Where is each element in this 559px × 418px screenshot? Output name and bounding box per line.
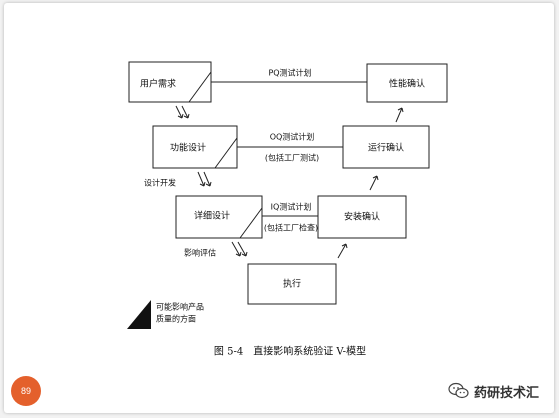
box-execution-label: 执行 xyxy=(283,278,301,290)
box-user-requirements-label: 用户需求 xyxy=(140,78,176,90)
box-execution: 执行 xyxy=(247,263,337,305)
right-double-arrows xyxy=(337,107,404,259)
pq-plan-label: PQ测试计划 xyxy=(268,68,311,78)
quality-impact-legend: 可能影响产品 质量的方面 xyxy=(127,300,204,329)
box-functional-design-label: 功能设计 xyxy=(170,142,206,154)
legend-triangle xyxy=(127,300,151,329)
box-user-requirements: 用户需求 xyxy=(128,61,212,103)
wechat-icon xyxy=(448,382,469,399)
figure-caption: 图 5-4 直接影响系统验证 V-模型 xyxy=(214,345,366,358)
watermark: 药研技术汇 xyxy=(448,380,539,402)
iq-connector: IQ测试计划 (包括工厂检查) xyxy=(262,202,318,233)
iq-plan-label: IQ测试计划 xyxy=(271,202,312,212)
oq-plan-label: OQ测试计划 xyxy=(270,132,315,142)
quality-impact-line1: 可能影响产品 xyxy=(156,302,204,312)
oq-sub-label: (包括工厂测试) xyxy=(265,153,319,163)
quality-impact-line2: 质量的方面 xyxy=(156,314,196,324)
watermark-text: 药研技术汇 xyxy=(474,385,540,401)
oq-connector: OQ测试计划 (包括工厂测试) xyxy=(237,132,343,163)
box-installation-confirm: 安装确认 xyxy=(317,195,407,239)
slide xyxy=(4,3,554,413)
box-operation-confirm: 运行确认 xyxy=(342,125,430,169)
page-number-badge: 89 xyxy=(11,376,41,406)
pq-connector: PQ测试计划 xyxy=(211,68,367,83)
left-double-arrows xyxy=(175,105,248,257)
impact-assessment-label: 影响评估 xyxy=(184,248,216,258)
box-performance-confirm: 性能确认 xyxy=(366,63,448,103)
box-performance-confirm-label: 性能确认 xyxy=(389,78,425,90)
box-installation-confirm-label: 安装确认 xyxy=(344,211,380,223)
box-functional-design: 功能设计 xyxy=(152,125,238,169)
iq-sub-label: (包括工厂检查) xyxy=(264,223,318,233)
design-development-label: 设计开发 xyxy=(144,178,176,188)
box-operation-confirm-label: 运行确认 xyxy=(368,142,404,154)
box-detailed-design: 详细设计 xyxy=(175,195,263,239)
box-detailed-design-label: 详细设计 xyxy=(194,210,230,222)
